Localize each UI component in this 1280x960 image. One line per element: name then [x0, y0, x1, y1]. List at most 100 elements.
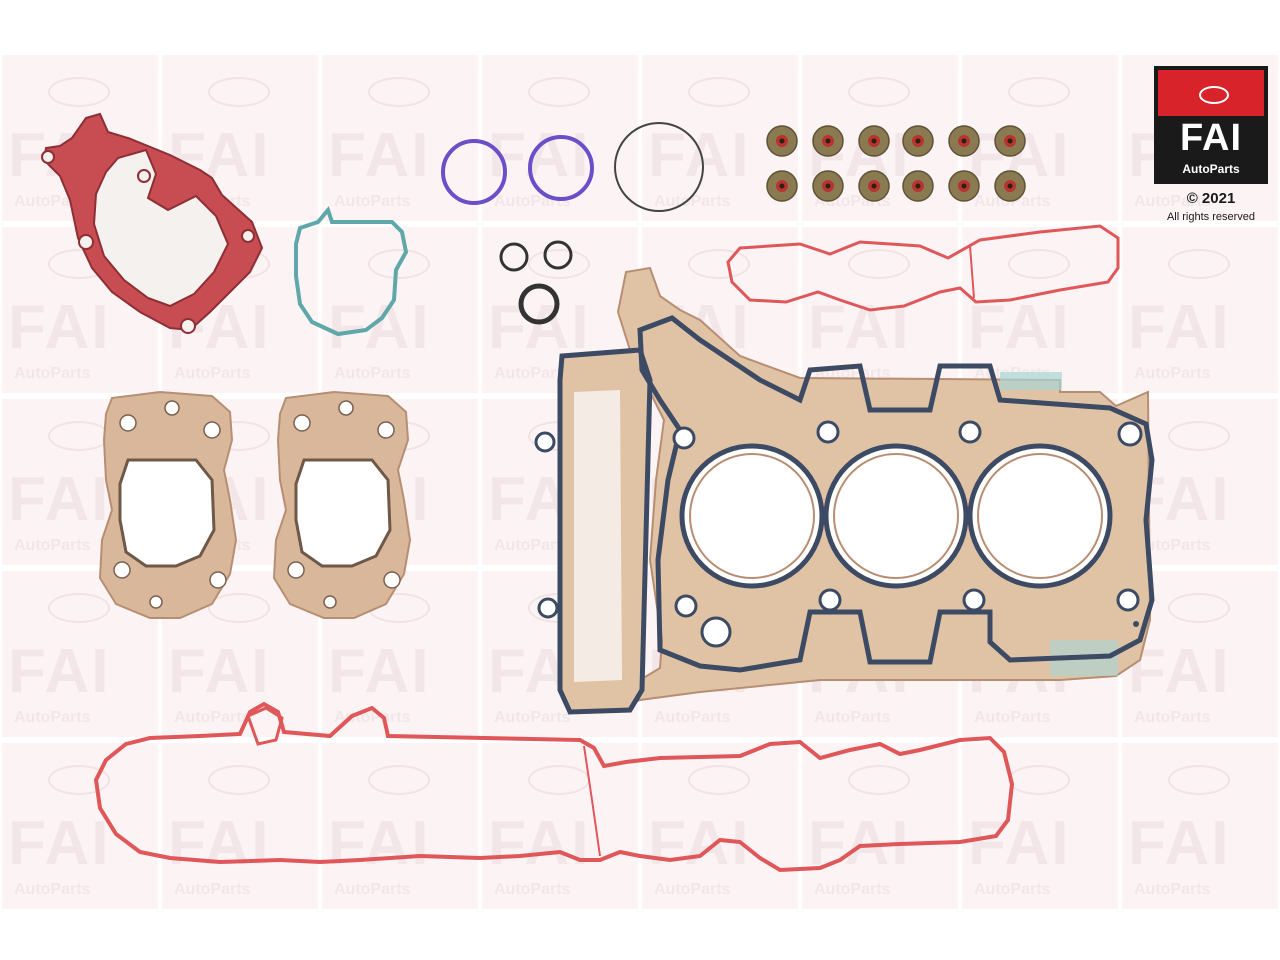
watermark-oval-icon — [1168, 421, 1230, 451]
watermark-brand: FAI — [8, 293, 111, 362]
watermark-oval-icon — [1008, 249, 1070, 279]
valve-stem-seal-hole — [825, 138, 831, 144]
watermark-brand: FAI — [328, 809, 431, 878]
watermark-oval-icon — [1008, 77, 1070, 107]
watermark-brand: FAI — [648, 121, 751, 190]
intake-manifold-gasket — [726, 224, 1120, 312]
watermark-tile: FAI AutoParts — [642, 743, 798, 909]
watermark-brand: FAI — [968, 293, 1071, 362]
watermark-brand: FAI — [8, 809, 111, 878]
valve-stem-seal-hole — [871, 183, 877, 189]
valve-stem-seal-hole — [871, 138, 877, 144]
watermark-sub: AutoParts — [174, 365, 251, 382]
watermark-oval-icon — [688, 765, 750, 795]
watermark-oval-icon — [208, 77, 270, 107]
watermark-sub: AutoParts — [14, 365, 91, 382]
watermark-sub: AutoParts — [494, 881, 571, 898]
water-pump-gasket — [41, 112, 264, 334]
watermark-brand: FAI — [1128, 637, 1231, 706]
watermark-sub: AutoParts — [974, 709, 1051, 726]
watermark-oval-icon — [208, 593, 270, 623]
watermark-sub: AutoParts — [494, 365, 571, 382]
watermark-sub: AutoParts — [334, 881, 411, 898]
watermark-oval-icon — [848, 249, 910, 279]
valve-stem-seal-hole — [1007, 138, 1013, 144]
watermark-oval-icon — [1168, 765, 1230, 795]
watermark-oval-icon — [208, 765, 270, 795]
copyright-text: © 2021 — [1186, 190, 1236, 207]
watermark-brand: FAI — [488, 809, 591, 878]
watermark-oval-icon — [528, 249, 590, 279]
exhaust-gasket-left — [98, 390, 238, 619]
logo-sub-text: AutoParts — [1182, 162, 1240, 176]
watermark-sub: AutoParts — [14, 709, 91, 726]
watermark-brand: FAI — [648, 809, 751, 878]
watermark-brand: FAI — [328, 121, 431, 190]
watermark-sub: AutoParts — [1134, 193, 1211, 210]
watermark-brand: FAI — [168, 809, 271, 878]
valve-stem-seal-hole — [779, 183, 785, 189]
watermark-tile: FAI AutoParts — [1122, 227, 1278, 393]
logo-oval-icon — [1199, 86, 1229, 104]
watermark-tile: FAI AutoParts — [2, 227, 158, 393]
valve-stem-seal-hole — [961, 138, 967, 144]
watermark-oval-icon — [1168, 249, 1230, 279]
watermark-oval-icon — [48, 593, 110, 623]
watermark-brand: FAI — [968, 809, 1071, 878]
o-rings — [441, 122, 704, 325]
watermark-brand: FAI — [8, 465, 111, 534]
watermark-sub: AutoParts — [494, 709, 571, 726]
thermostat-gasket — [294, 205, 409, 337]
exhaust-gasket-right — [272, 390, 412, 619]
watermark-sub: AutoParts — [334, 193, 411, 210]
watermark-sub: AutoParts — [14, 537, 91, 554]
watermark-oval-icon — [48, 77, 110, 107]
watermark-tile: FAI AutoParts — [322, 55, 478, 221]
watermark-brand: FAI — [328, 637, 431, 706]
watermark-oval-icon — [368, 249, 430, 279]
watermark-sub: AutoParts — [334, 365, 411, 382]
watermark-brand: FAI — [8, 637, 111, 706]
valve-stem-seal-hole — [961, 183, 967, 189]
watermark-tile: FAI AutoParts — [962, 743, 1118, 909]
watermark-brand: FAI — [488, 293, 591, 362]
watermark-tile: FAI AutoParts — [162, 743, 318, 909]
watermark-sub: AutoParts — [174, 709, 251, 726]
watermark-sub: AutoParts — [334, 709, 411, 726]
logo-brand-text: FAI — [1179, 117, 1243, 159]
watermark-brand: FAI — [1128, 293, 1231, 362]
watermark-oval-icon — [1168, 593, 1230, 623]
valve-stem-seal-hole — [825, 183, 831, 189]
watermark-tile: FAI AutoParts — [482, 743, 638, 909]
logo-red-panel — [1158, 70, 1264, 116]
valve-stem-seal-hole — [915, 183, 921, 189]
valve-stem-seal-hole — [779, 138, 785, 144]
watermark-brand: FAI — [168, 637, 271, 706]
watermark-sub: AutoParts — [1134, 365, 1211, 382]
watermark-tile: FAI AutoParts — [322, 743, 478, 909]
valve-stem-seal-hole — [1007, 183, 1013, 189]
watermark-sub: AutoParts — [814, 709, 891, 726]
cylinder-head-gasket — [534, 266, 1155, 715]
watermark-sub: AutoParts — [654, 709, 731, 726]
watermark-oval-icon — [688, 77, 750, 107]
watermark-sub: AutoParts — [1134, 537, 1211, 554]
watermark-sub: AutoParts — [14, 881, 91, 898]
watermark-oval-icon — [688, 249, 750, 279]
watermark-sub: AutoParts — [174, 881, 251, 898]
watermark-oval-icon — [848, 765, 910, 795]
watermark-sub: AutoParts — [814, 881, 891, 898]
watermark-oval-icon — [368, 77, 430, 107]
rights-text: All rights reserved — [1166, 211, 1256, 223]
watermark-oval-icon — [528, 77, 590, 107]
watermark-sub: AutoParts — [1134, 881, 1211, 898]
valve-stem-seal-hole — [915, 138, 921, 144]
watermark-sub: AutoParts — [494, 537, 571, 554]
watermark-sub: AutoParts — [974, 881, 1051, 898]
fai-logo: FAI AutoParts — [1154, 66, 1268, 184]
watermark-sub: AutoParts — [654, 881, 731, 898]
watermark-oval-icon — [48, 765, 110, 795]
